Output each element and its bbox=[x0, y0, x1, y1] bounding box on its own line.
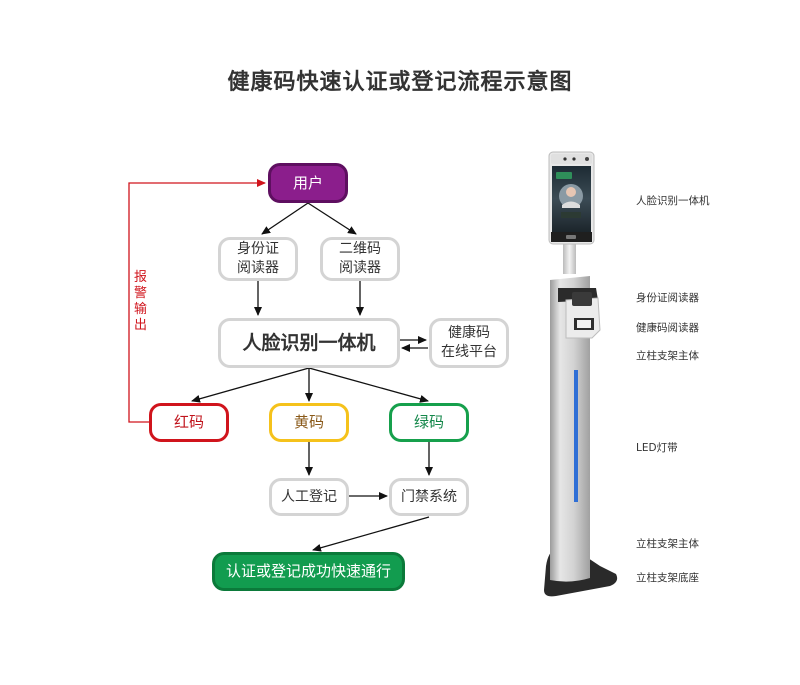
alarm-char: 出 bbox=[134, 318, 148, 333]
device-label-health-code-reader: 健康码阅读器 bbox=[636, 322, 699, 334]
node-green-code: 绿码 bbox=[389, 403, 469, 442]
node-green-code-label: 绿码 bbox=[413, 413, 444, 431]
id-card-reader-pad bbox=[572, 292, 592, 306]
alarm-output-label: 报 警 输 出 bbox=[134, 270, 150, 334]
device-label-pole-body-lower: 立柱支架主体 bbox=[636, 538, 699, 550]
device-label-pole-body: 立柱支架主体 bbox=[636, 350, 699, 362]
node-platform-line: 健康码 bbox=[448, 325, 490, 341]
node-access-control-label: 门禁系统 bbox=[401, 488, 457, 505]
node-user-label: 用户 bbox=[292, 173, 323, 192]
node-qr-reader-line: 阅读器 bbox=[339, 260, 381, 276]
diagram-title: 健康码快速认证或登记流程示意图 bbox=[227, 70, 573, 95]
device-label-face-terminal: 人脸识别一体机 bbox=[636, 195, 710, 207]
node-manual-registration: 人工登记 bbox=[269, 478, 349, 516]
alarm-char: 警 bbox=[134, 286, 148, 301]
pole-body bbox=[550, 276, 590, 582]
node-manual-registration-label: 人工登记 bbox=[281, 488, 337, 505]
arrow-access-to-success bbox=[312, 516, 430, 552]
led-strip bbox=[574, 370, 578, 502]
arrow-terminal-to-green bbox=[308, 367, 429, 403]
node-yellow-code: 黄码 bbox=[269, 403, 349, 442]
alarm-feedback-line bbox=[128, 179, 266, 423]
arrow-terminal-to-red bbox=[191, 367, 310, 403]
node-red-code: 红码 bbox=[149, 403, 229, 442]
device-label-led-strip: LED灯带 bbox=[636, 442, 678, 454]
mount-stem bbox=[563, 240, 576, 274]
node-red-code-label: 红码 bbox=[173, 413, 204, 431]
device-label-pole-base: 立柱支架底座 bbox=[636, 572, 699, 584]
node-access-control: 门禁系统 bbox=[389, 478, 469, 516]
node-qr-reader-line: 二维码 bbox=[339, 241, 381, 257]
alarm-char: 输 bbox=[134, 302, 148, 317]
node-qr-reader: 二维码 阅读器 bbox=[320, 237, 400, 281]
node-platform-line: 在线平台 bbox=[441, 344, 497, 360]
node-id-reader-line: 阅读器 bbox=[237, 260, 279, 276]
node-health-platform: 健康码 在线平台 bbox=[429, 318, 509, 368]
device-label-id-reader: 身份证阅读器 bbox=[636, 292, 699, 304]
arrow-user-to-id-reader bbox=[261, 202, 309, 235]
node-success-label: 认证或登记成功快速通行 bbox=[225, 562, 391, 580]
arrow-user-to-qr-reader bbox=[307, 202, 357, 235]
node-id-reader: 身份证 阅读器 bbox=[218, 237, 298, 281]
node-success: 认证或登记成功快速通行 bbox=[212, 552, 405, 591]
node-id-reader-line: 身份证 bbox=[237, 241, 279, 257]
node-yellow-code-label: 黄码 bbox=[293, 413, 324, 431]
node-user: 用户 bbox=[268, 163, 348, 203]
node-face-terminal: 人脸识别一体机 bbox=[218, 318, 400, 368]
node-face-terminal-label: 人脸识别一体机 bbox=[242, 331, 376, 354]
alarm-char: 报 bbox=[134, 270, 148, 285]
